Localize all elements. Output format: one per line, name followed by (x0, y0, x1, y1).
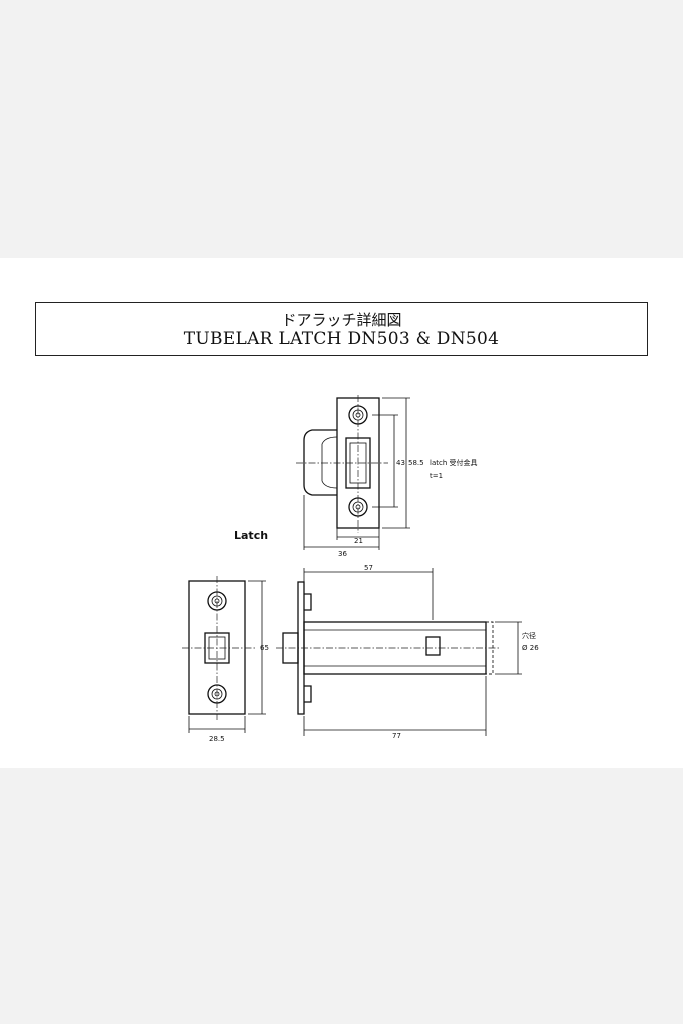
spindle-hole (425, 636, 441, 656)
dim-strike-height-outer: 58.5 (408, 459, 424, 467)
strike-note-thickness: t=1 (430, 472, 443, 480)
dim-faceplate-height: 65 (260, 644, 269, 652)
strike-lip-inner (321, 436, 338, 489)
strike-note-label: latch 受付金具 (430, 458, 478, 467)
dim-backset: 57 (364, 564, 373, 572)
latch-body: 57 77 穴径 Ø 26 (276, 564, 539, 740)
plate-screw-boss-top (304, 593, 312, 611)
dim-strike-height-inner: 43 (396, 459, 405, 467)
dim-hole-diameter: Ø 26 (522, 644, 539, 652)
plate-screw-boss-bottom (304, 685, 312, 703)
latch-faceplate: 65 28.5 (182, 576, 269, 743)
latch-label: Latch (234, 529, 268, 542)
strike-plate: 58.5 43 latch 受付金具 t=1 21 36 (296, 395, 478, 558)
dim-strike-width-inner: 21 (354, 537, 363, 545)
hole-label: 穴径 (522, 631, 536, 640)
title-box: ドアラッチ詳細図 TUBELAR LATCH DN503 & DN504 (35, 302, 648, 356)
strike-lip (303, 429, 337, 496)
dim-strike-width-total: 36 (338, 550, 347, 558)
title-japanese: ドアラッチ詳細図 (281, 311, 402, 329)
drawing-sheet (0, 258, 683, 768)
title-english: TUBELAR LATCH DN503 & DN504 (183, 329, 500, 349)
dim-body-length: 77 (392, 732, 401, 740)
dim-faceplate-width: 28.5 (209, 735, 225, 743)
